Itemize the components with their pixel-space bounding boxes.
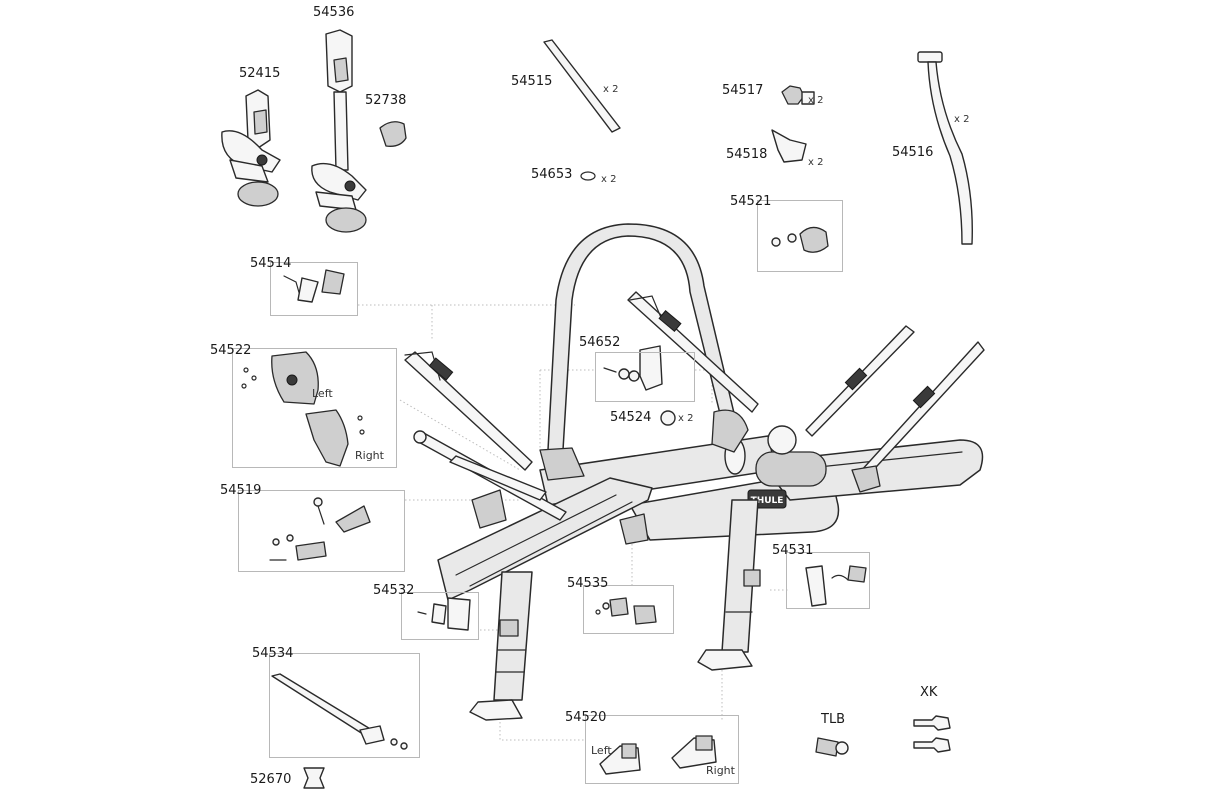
part-54524-graphic (660, 410, 676, 426)
left-foot (469, 699, 523, 721)
quantity-54524: x 2 (678, 413, 694, 424)
part-TLB-graphic (815, 737, 849, 757)
part-label-54516: 54516 (892, 145, 934, 160)
part-54532-graphic (417, 597, 471, 631)
part-label-54517: 54517 (722, 83, 764, 98)
quantity-54653: x 2 (601, 174, 617, 185)
box-54520 (585, 715, 739, 784)
part-label-54519: 54519 (220, 483, 262, 498)
rear-wheel-tray (437, 477, 653, 601)
part-54536-graphic (311, 29, 367, 233)
side-label-right-54522: Right (355, 449, 384, 462)
part-label-54522: 54522 (210, 343, 252, 358)
part-54514-graphic (283, 269, 345, 303)
part-label-52738: 52738 (365, 93, 407, 108)
quantity-54515: x 2 (603, 84, 619, 95)
part-54517-graphic (781, 85, 815, 105)
quantity-54516: x 2 (954, 114, 970, 125)
part-54534-graphic (271, 673, 408, 750)
part-label-54521: 54521 (730, 194, 772, 209)
part-54521-graphic (771, 226, 829, 253)
part-label-54653: 54653 (531, 167, 573, 182)
part-54515-graphic (543, 39, 621, 133)
part-label-54535: 54535 (567, 576, 609, 591)
box-54532 (401, 592, 479, 640)
part-label-XK: XK (920, 685, 938, 700)
part-54518-graphic (771, 129, 807, 163)
part-54520-graphic (599, 735, 717, 775)
side-label-left-54520: Left (591, 744, 612, 757)
side-label-right-54520: Right (706, 764, 735, 777)
box-54535 (583, 585, 674, 634)
right-foot (697, 649, 753, 671)
part-label-54532: 54532 (373, 583, 415, 598)
box-54522 (232, 348, 397, 468)
part-label-52670: 52670 (250, 772, 292, 787)
part-54522-graphic (241, 351, 365, 467)
box-54652 (595, 352, 695, 402)
part-54531-graphic (805, 565, 867, 607)
quantity-54517: x 2 (808, 95, 824, 106)
box-54521 (757, 200, 843, 272)
part-label-52415: 52415 (239, 66, 281, 81)
part-54519-graphic (269, 497, 371, 561)
part-label-54536: 54536 (313, 5, 355, 20)
tilt-handle (755, 451, 827, 487)
box-54514 (270, 262, 358, 316)
quantity-54518: x 2 (808, 157, 824, 168)
part-54653-graphic (580, 171, 596, 181)
part-54535-graphic (595, 597, 657, 625)
part-label-54652: 54652 (579, 335, 621, 350)
part-52738-graphic (379, 121, 407, 147)
right-leg (721, 499, 759, 653)
part-label-TLB: TLB (821, 712, 846, 727)
frame-hoop (547, 223, 739, 451)
part-label-54534: 54534 (252, 646, 294, 661)
part-label-54531: 54531 (772, 543, 814, 558)
bike-carrier-main-assembly: THULE (404, 223, 985, 721)
part-52415-graphic (221, 89, 281, 207)
brand-logo-text: THULE (751, 496, 784, 506)
box-54531 (786, 552, 870, 609)
side-label-left-54522: Left (312, 387, 333, 400)
part-52670-graphic (303, 767, 325, 789)
part-XK-graphic (913, 715, 951, 753)
part-label-54524: 54524 (610, 410, 652, 425)
part-label-54520: 54520 (565, 710, 607, 725)
part-54516-graphic (917, 51, 973, 245)
box-54534 (269, 653, 420, 758)
part-label-54518: 54518 (726, 147, 768, 162)
box-54519 (238, 490, 405, 572)
part-label-54514: 54514 (250, 256, 292, 271)
part-54652-graphic (603, 345, 663, 391)
part-label-54515: 54515 (511, 74, 553, 89)
